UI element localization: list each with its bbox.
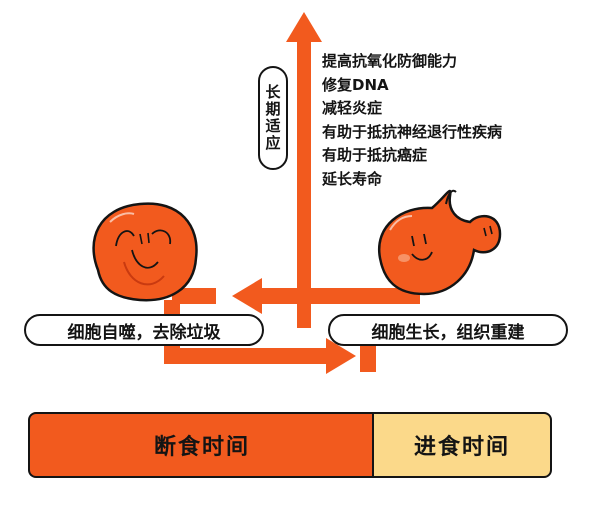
autophagy-cell-illustration	[92, 202, 198, 302]
long-term-adaptation-text: 长期适应	[263, 84, 282, 152]
benefit-item: 修复DNA	[322, 75, 389, 94]
growth-label: 细胞生长，组织重建	[328, 314, 568, 346]
loop-arrow-bottom-head	[326, 338, 356, 374]
long-term-adaptation-label: 长期适应	[258, 66, 288, 170]
benefit-item: 减轻炎症	[322, 99, 383, 117]
benefit-item: 延长寿命	[322, 169, 383, 188]
benefit-item: 有助于抵抗神经退行性疾病	[322, 122, 503, 141]
eating-time-bar: 进食时间	[372, 412, 552, 478]
fasting-time-bar: 断食时间	[28, 412, 374, 478]
benefit-list: 提高抗氧化防御能力 修复DNA 减轻炎症 有助于抵抗神经退行性疾病 有助于抵抗癌…	[322, 50, 502, 191]
main-arrow-head	[286, 12, 322, 42]
benefit-item: 有助于抵抗癌症	[322, 146, 428, 164]
autophagy-label: 细胞自噬，去除垃圾	[24, 314, 264, 346]
main-arrow-shaft	[297, 36, 311, 328]
benefit-item: 提高抗氧化防御能力	[322, 52, 458, 70]
growth-cell-illustration	[377, 189, 502, 296]
loop-arrow-top-head	[232, 278, 262, 314]
